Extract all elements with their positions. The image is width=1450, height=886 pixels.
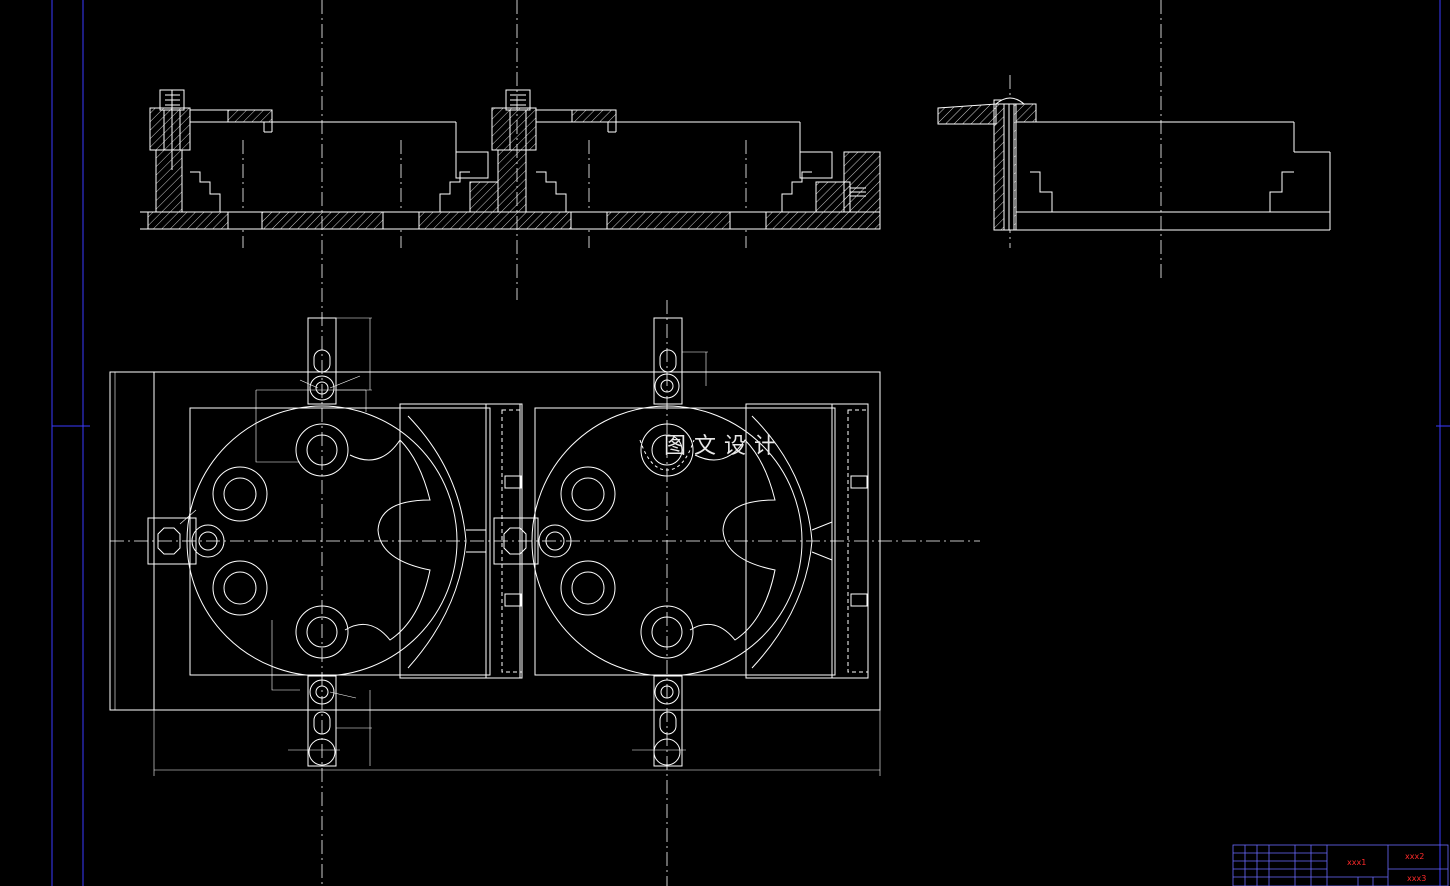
side-view [937,97,1331,231]
title-block-cell-3: xxx3 [1407,874,1427,883]
title-block [1232,844,1449,886]
plan-view [109,317,881,767]
drawing-frame [51,0,1450,886]
title-block-cell-1: xxx1 [1347,858,1367,867]
front-view [140,89,881,230]
title-block-cell-2: xxx2 [1405,852,1425,861]
dimension-lines [114,317,881,776]
